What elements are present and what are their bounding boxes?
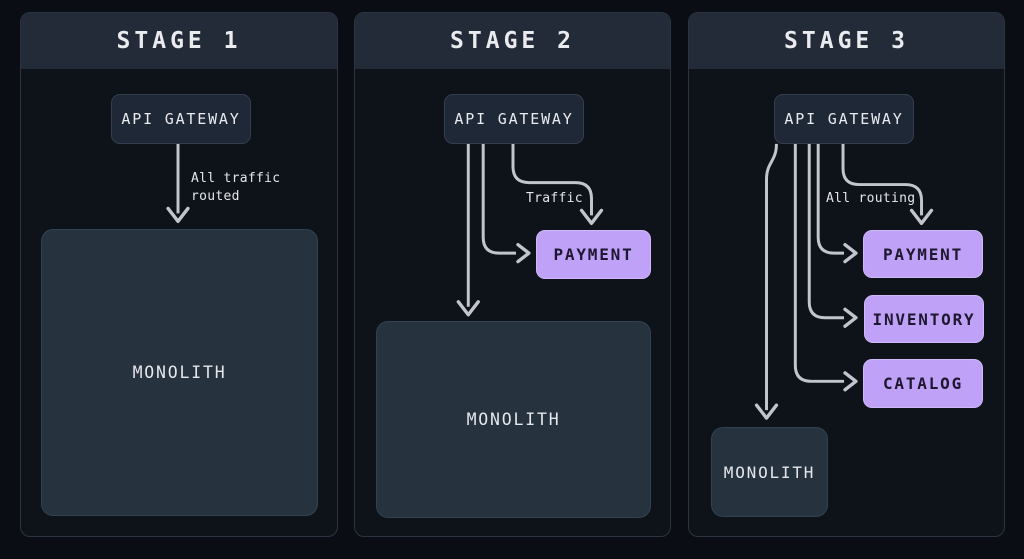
- api-gateway-label: API GATEWAY: [784, 110, 904, 128]
- stage-2-panel: STAGE 2 API GATEWAY Traffic PAYMENT MONO…: [354, 12, 671, 537]
- arrowhead-right-inventory: [843, 307, 858, 328]
- api-gateway-node: API GATEWAY: [774, 94, 914, 144]
- edge-gateway-to-payment-side: [481, 143, 516, 255]
- api-gateway-label: API GATEWAY: [121, 110, 241, 128]
- monolith-label: MONOLITH: [723, 462, 816, 482]
- catalog-service-node: CATALOG: [863, 359, 983, 408]
- payment-service-node: PAYMENT: [536, 230, 651, 279]
- api-gateway-node: API GATEWAY: [444, 94, 584, 144]
- arrowhead-down-monolith: [754, 403, 779, 420]
- stage-1-title: STAGE 1: [116, 28, 242, 54]
- stage-2-title: STAGE 2: [450, 28, 575, 54]
- stage-1-panel: STAGE 1 API GATEWAY All traffic routed M…: [20, 12, 338, 537]
- stage-3-header: STAGE 3: [689, 13, 1004, 69]
- monolith-node: MONOLITH: [376, 321, 651, 518]
- api-gateway-label: API GATEWAY: [454, 110, 574, 128]
- edge-gateway-to-inventory: [807, 143, 845, 320]
- stage-2-header: STAGE 2: [355, 13, 670, 69]
- payment-service-label: PAYMENT: [553, 245, 634, 264]
- arrowhead-right-catalog: [843, 371, 858, 392]
- edge-gateway-to-payment-top: [511, 143, 593, 216]
- monolith-label: MONOLITH: [132, 363, 227, 382]
- stage-1-connectors: [166, 143, 190, 224]
- arrowhead-down-monolith: [166, 206, 190, 224]
- inventory-service-label: INVENTORY: [872, 309, 976, 329]
- edge-gateway-to-monolith: [765, 143, 778, 411]
- edge-label-all-routing: All routing: [826, 191, 916, 206]
- stage-1-header: STAGE 1: [21, 13, 337, 69]
- edge-gateway-to-catalog: [793, 143, 845, 383]
- edge-label-traffic: Traffic: [526, 191, 583, 206]
- payment-service-label: PAYMENT: [882, 244, 964, 264]
- catalog-service-label: CATALOG: [882, 374, 964, 393]
- arrowhead-right-payment: [843, 243, 858, 264]
- stage-3-title: STAGE 3: [784, 28, 909, 54]
- monolith-node: MONOLITH: [41, 229, 318, 516]
- stage-3-panel: STAGE 3 API GATEWAY All routing PAYMENT …: [688, 12, 1005, 537]
- inventory-service-node: INVENTORY: [864, 295, 984, 343]
- stage-3-connectors: [754, 143, 934, 420]
- stage-2-connectors: [456, 143, 604, 317]
- edge-gateway-to-payment-side: [816, 143, 845, 255]
- arrowhead-right-payment: [516, 243, 531, 264]
- payment-service-node: PAYMENT: [863, 230, 983, 278]
- api-gateway-node: API GATEWAY: [111, 94, 251, 144]
- arrowhead-down-payment: [579, 208, 604, 226]
- edge-gateway-to-payment-top: [841, 143, 924, 216]
- arrowhead-down-payment: [909, 208, 934, 226]
- monolith-node: MONOLITH: [711, 427, 828, 517]
- monolith-label: MONOLITH: [466, 410, 561, 429]
- edge-label-all-traffic-routed: All traffic routed: [191, 171, 281, 204]
- arrowhead-down-monolith: [456, 300, 480, 317]
